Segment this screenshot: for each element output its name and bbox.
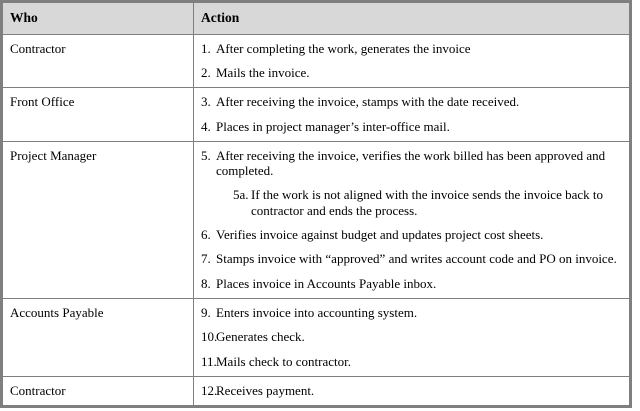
- action-item-text: Receives payment.: [216, 383, 315, 399]
- action-item: 5. After receiving the invoice, verifies …: [201, 148, 622, 218]
- who-cell: Contractor: [1, 376, 194, 408]
- action-item-marker: 3.: [201, 94, 211, 110]
- column-header-action: Action: [193, 1, 631, 35]
- action-item-marker: 5.: [201, 147, 211, 163]
- action-list: 3. After receiving the invoice, stamps wi…: [201, 94, 622, 134]
- action-item: 3. After receiving the invoice, stamps wi…: [201, 94, 622, 109]
- action-cell: 9. Enters invoice into accounting system.…: [193, 298, 631, 378]
- action-list: 5. After receiving the invoice, verifies …: [201, 148, 622, 291]
- who-cell: Front Office: [1, 87, 194, 142]
- action-item-text: Generates check.: [216, 329, 305, 345]
- action-item-marker: 8.: [201, 275, 211, 291]
- action-cell: 5. After receiving the invoice, verifies …: [193, 140, 631, 300]
- action-item: 11.Mails check to contractor.: [201, 354, 622, 369]
- action-item-marker: 6.: [201, 227, 211, 243]
- action-item-text: Mails check to contractor.: [216, 353, 352, 369]
- action-item-text: Places in project manager’s inter-office…: [216, 118, 450, 134]
- action-item-marker: 9.: [201, 305, 211, 321]
- table-body: Contractor 1. After completing the work, g…: [1, 33, 631, 408]
- action-item-marker: 11.: [201, 353, 217, 369]
- action-item-text: Verifies invoice against budget and upda…: [216, 227, 544, 243]
- action-item-marker: 10.: [201, 329, 218, 345]
- table-row: Contractor 12.Receives payment.: [1, 376, 631, 408]
- action-sub-item-marker: 5a.: [233, 187, 249, 203]
- table-row: Contractor 1. After completing the work, g…: [1, 33, 631, 89]
- action-list: 1. After completing the work, generates t…: [201, 41, 622, 81]
- action-cell: 3. After receiving the invoice, stamps wi…: [193, 87, 631, 142]
- action-item: 1. After completing the work, generates t…: [201, 41, 622, 56]
- table-header: Who Action: [1, 1, 631, 35]
- action-item-text: Mails the invoice.: [216, 64, 310, 80]
- table-header-row: Who Action: [1, 1, 631, 35]
- action-item: 7. Stamps invoice with “approved” and wri…: [201, 251, 622, 266]
- action-list: 12.Receives payment.: [201, 383, 622, 398]
- action-item-marker: 1.: [201, 40, 211, 56]
- action-item-text: After receiving the invoice, stamps with…: [216, 94, 520, 110]
- action-item: 12.Receives payment.: [201, 383, 622, 398]
- action-item: 8. Places invoice in Accounts Payable inb…: [201, 276, 622, 291]
- action-item-text: After receiving the invoice, verifies th…: [216, 147, 606, 179]
- action-item: 2. Mails the invoice.: [201, 65, 622, 80]
- action-sub-item-text: If the work is not aligned with the invo…: [251, 187, 603, 218]
- action-item: 10.Generates check.: [201, 329, 622, 344]
- who-cell: Contractor: [1, 33, 194, 89]
- action-item-text: Enters invoice into accounting system.: [216, 305, 418, 321]
- action-item-marker: 4.: [201, 118, 211, 134]
- action-item: 4. Places in project manager’s inter-offi…: [201, 119, 622, 134]
- action-item: 6. Verifies invoice against budget and up…: [201, 227, 622, 242]
- action-sub-item: 5a.If the work is not aligned with the i…: [216, 187, 622, 218]
- table-row: Accounts Payable 9. Enters invoice into ac…: [1, 298, 631, 378]
- action-cell: 12.Receives payment.: [193, 376, 631, 408]
- table-row: Front Office 3. After receiving the invoic…: [1, 87, 631, 142]
- who-cell: Accounts Payable: [1, 298, 194, 378]
- action-item-text: Stamps invoice with “approved” and write…: [216, 251, 617, 267]
- who-cell: Project Manager: [1, 140, 194, 300]
- action-cell: 1. After completing the work, generates t…: [193, 33, 631, 89]
- action-item-marker: 2.: [201, 64, 211, 80]
- action-item-text: Places invoice in Accounts Payable inbox…: [216, 275, 437, 291]
- action-list: 9. Enters invoice into accounting system.…: [201, 305, 622, 369]
- action-sub-list: 5a.If the work is not aligned with the i…: [216, 187, 622, 218]
- column-header-who: Who: [1, 1, 194, 35]
- action-item: 9. Enters invoice into accounting system.: [201, 305, 622, 320]
- action-item-marker: 12.: [201, 383, 218, 399]
- table-row: Project Manager 5. After receiving the inv…: [1, 140, 631, 300]
- action-item-text: After completing the work, generates the…: [216, 40, 471, 56]
- action-item-marker: 7.: [201, 251, 211, 267]
